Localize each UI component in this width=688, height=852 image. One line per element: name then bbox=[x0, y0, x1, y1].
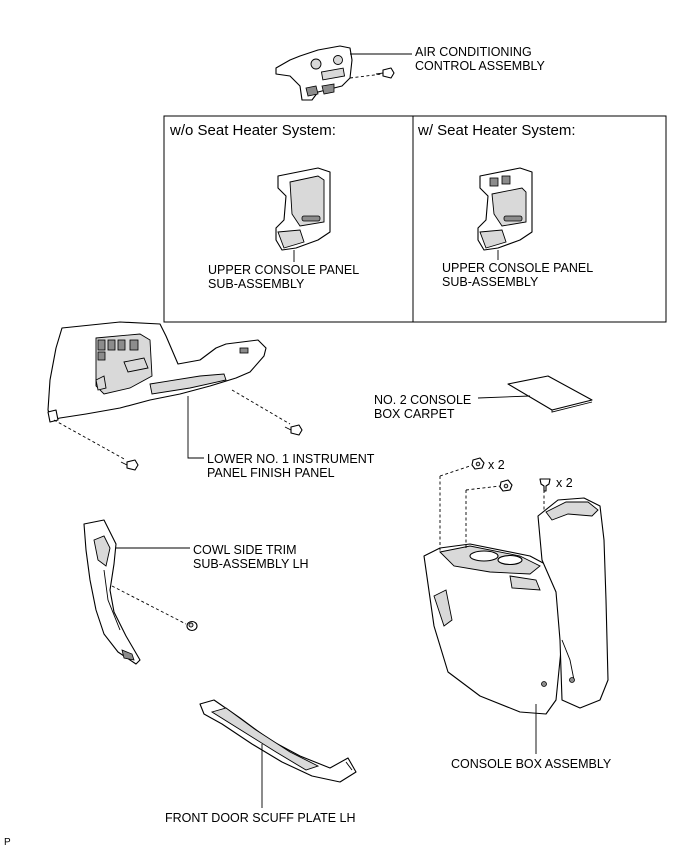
with-seat-heater-header: w/ Seat Heater System: bbox=[418, 122, 576, 139]
fastener-guide-line bbox=[465, 485, 501, 491]
variant-box bbox=[163, 115, 667, 323]
upper-console-label-b-line1: UPPER CONSOLE PANEL bbox=[442, 261, 594, 275]
fastener-guide-line bbox=[53, 419, 127, 461]
ac-control-label-line2: CONTROL ASSEMBLY bbox=[415, 59, 545, 73]
leader-line bbox=[477, 395, 531, 399]
leader-line bbox=[187, 396, 204, 459]
nut-icon bbox=[471, 457, 485, 470]
without-seat-heater-header: w/o Seat Heater System: bbox=[170, 122, 336, 139]
fastener-guide-line bbox=[231, 389, 291, 425]
front-door-scuff-plate bbox=[199, 699, 357, 783]
lower-panel-label-line2: PANEL FINISH PANEL bbox=[207, 466, 335, 480]
upper-console-label-b-line2: SUB-ASSEMBLY bbox=[442, 275, 539, 289]
bolt-icon bbox=[375, 67, 395, 79]
clip-quantity: x 2 bbox=[556, 476, 573, 490]
bolt-icon bbox=[120, 459, 139, 471]
upper-console-panel-without-heater bbox=[275, 167, 331, 251]
console-box-carpet bbox=[507, 375, 593, 413]
console-carpet-label-line1: NO. 2 CONSOLE bbox=[374, 393, 472, 407]
console-box-assembly bbox=[423, 497, 609, 715]
cowl-trim-label-line1: COWL SIDE TRIM bbox=[193, 543, 297, 557]
upper-console-label-a-line1: UPPER CONSOLE PANEL bbox=[208, 263, 360, 277]
upper-console-label-a-line2: SUB-ASSEMBLY bbox=[208, 277, 305, 291]
nut-quantity: x 2 bbox=[488, 458, 505, 472]
cowl-side-trim bbox=[83, 519, 141, 665]
fastener-guide-line bbox=[439, 465, 471, 477]
nut-icon bbox=[499, 479, 513, 492]
clip-icon bbox=[186, 620, 198, 632]
fastener-guide-line bbox=[111, 585, 187, 625]
clip-icon bbox=[539, 478, 551, 492]
lower-instrument-panel-finish-panel bbox=[47, 321, 267, 423]
scuff-plate-label: FRONT DOOR SCUFF PLATE LH bbox=[165, 811, 356, 825]
lower-panel-label-line1: LOWER NO. 1 INSTRUMENT bbox=[207, 452, 375, 466]
ac-control-label-line1: AIR CONDITIONING bbox=[415, 45, 532, 59]
air-conditioning-control-assembly bbox=[275, 45, 353, 101]
console-carpet-label-line2: BOX CARPET bbox=[374, 407, 455, 421]
bolt-icon bbox=[284, 424, 303, 436]
cowl-trim-label-line2: SUB-ASSEMBLY LH bbox=[193, 557, 309, 571]
console-box-label: CONSOLE BOX ASSEMBLY bbox=[451, 757, 612, 771]
fastener-guide-line bbox=[349, 73, 383, 79]
page-marker: P bbox=[4, 837, 11, 848]
upper-console-panel-with-heater bbox=[477, 167, 533, 251]
